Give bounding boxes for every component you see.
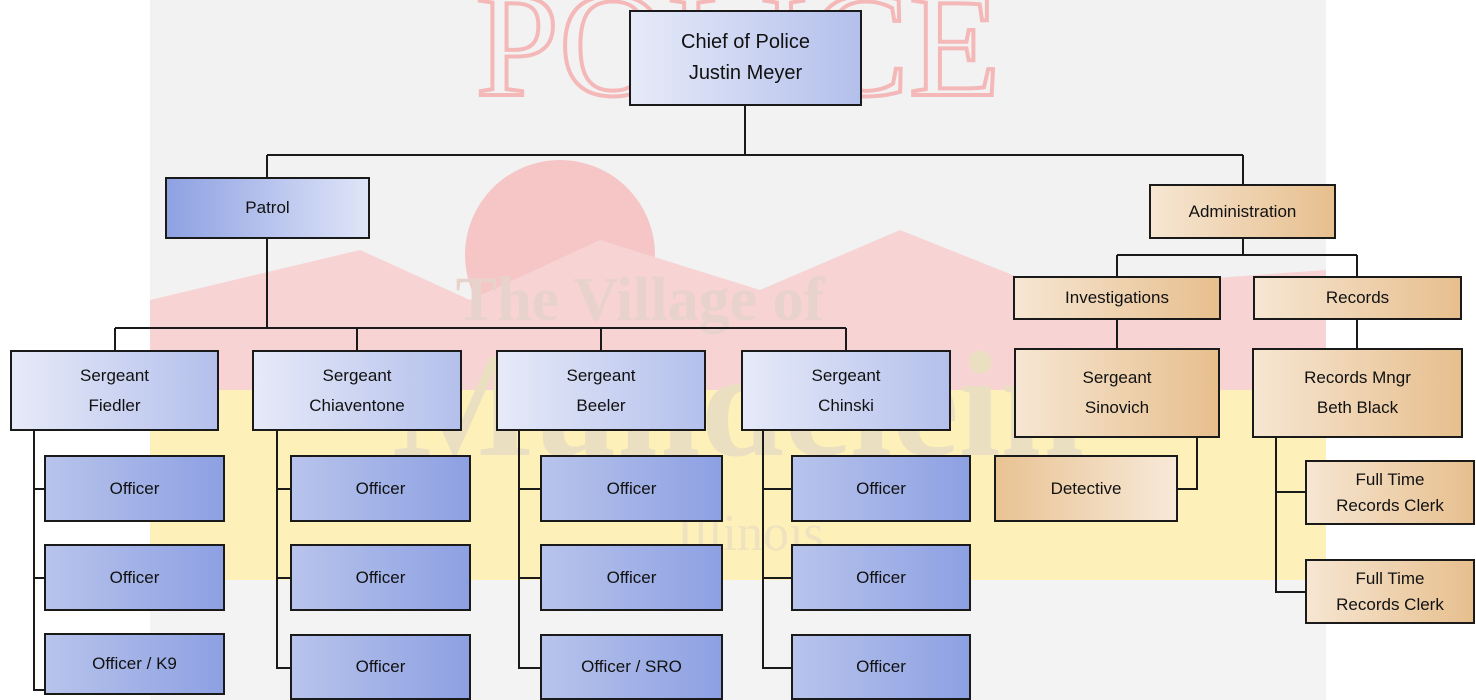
sergeant-name: Sinovich — [1084, 398, 1150, 417]
officer-label: Officer / K9 — [92, 654, 177, 673]
officer-box: Officer — [290, 634, 471, 700]
sergeant-box: Sergeant Fiedler — [10, 350, 219, 431]
records-box: Records — [1253, 276, 1462, 320]
patrol-division-box: Patrol — [165, 177, 370, 239]
officer-box: Officer / SRO — [540, 634, 723, 700]
officer-label: Officer — [856, 567, 906, 587]
officer-box: Officer — [290, 544, 471, 611]
officer-box: Officer — [540, 544, 723, 611]
officer-label: Officer — [606, 567, 657, 587]
officer-label: Officer — [109, 478, 160, 498]
clerk-line1: Full Time — [1355, 469, 1425, 489]
records-manager-title: Records Mngr — [1304, 368, 1411, 387]
administration-division-box: Administration — [1149, 184, 1336, 239]
sergeant-box: Sergeant Chinski — [741, 350, 951, 431]
officer-label: Officer — [856, 478, 906, 498]
sergeant-name: Chiaventone — [309, 395, 405, 415]
officer-box: Officer — [44, 544, 225, 611]
investigations-label: Investigations — [1065, 288, 1169, 307]
officer-label: Officer / SRO — [581, 657, 682, 676]
detective-box: Detective — [994, 455, 1178, 522]
records-manager-box: Records Mngr Beth Black — [1252, 348, 1463, 438]
chief-title: Chief of Police — [681, 31, 810, 53]
officer-box: Officer — [791, 544, 971, 611]
officer-box: Officer — [290, 455, 471, 522]
sergeant-title: Sergeant — [80, 365, 149, 385]
sergeant-name: Chinski — [818, 395, 874, 415]
chief-name: Justin Meyer — [688, 62, 803, 84]
clerk-line2: Records Clerk — [1336, 495, 1444, 515]
officer-label: Officer — [355, 657, 406, 676]
patrol-label: Patrol — [245, 198, 290, 217]
officer-box: Officer — [791, 634, 971, 700]
records-manager-name: Beth Black — [1316, 398, 1399, 417]
administration-label: Administration — [1188, 201, 1297, 221]
sergeant-box: Sergeant Beeler — [496, 350, 706, 431]
sergeant-title: Sergeant — [566, 365, 636, 385]
clerk-line2: Records Clerk — [1336, 594, 1444, 614]
officer-box: Officer / K9 — [44, 633, 225, 695]
officer-label: Officer — [355, 478, 406, 498]
records-clerk-box: Full Time Records Clerk — [1305, 559, 1475, 624]
investigations-sergeant-box: Sergeant Sinovich — [1014, 348, 1220, 438]
investigations-box: Investigations — [1013, 276, 1221, 320]
sergeant-name: Fiedler — [88, 395, 141, 415]
sergeant-title: Sergeant — [1082, 368, 1152, 387]
clerk-line1: Full Time — [1355, 568, 1425, 588]
officer-label: Officer — [355, 567, 406, 587]
officer-label: Officer — [109, 567, 160, 587]
sergeant-name: Beeler — [576, 395, 626, 415]
svg-text:The Village of: The Village of — [456, 266, 826, 334]
sergeant-title: Sergeant — [322, 365, 392, 385]
officer-label: Officer — [606, 478, 657, 498]
officer-box: Officer — [44, 455, 225, 522]
records-clerk-box: Full Time Records Clerk — [1305, 460, 1475, 525]
officer-box: Officer — [540, 455, 723, 522]
officer-label: Officer — [856, 657, 906, 676]
detective-label: Detective — [1050, 478, 1122, 498]
sergeant-title: Sergeant — [811, 365, 881, 385]
sergeant-box: Sergeant Chiaventone — [252, 350, 462, 431]
chief-of-police-box: Chief of Police Justin Meyer — [629, 10, 862, 106]
records-label: Records — [1325, 288, 1390, 307]
officer-box: Officer — [791, 455, 971, 522]
